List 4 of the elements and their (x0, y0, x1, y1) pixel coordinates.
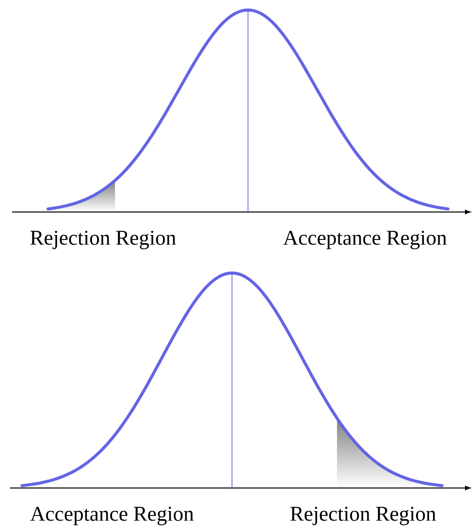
region-label: Acceptance Region (283, 230, 447, 250)
region-label: Rejection Region (30, 230, 176, 250)
region-label: Rejection Region (290, 506, 436, 526)
region-label: Acceptance Region (30, 506, 194, 526)
